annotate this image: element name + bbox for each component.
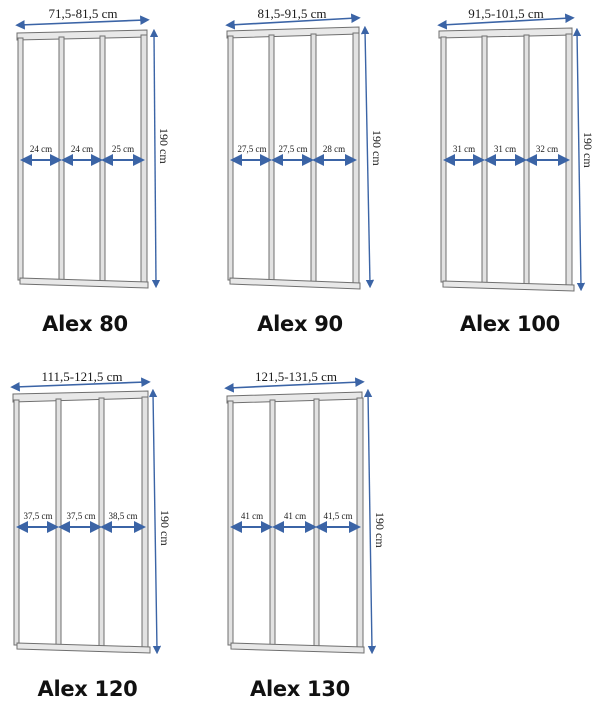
model-title: Alex 100 <box>460 312 560 336</box>
panel-width-1: 41 cm <box>241 511 263 521</box>
panel-width-2: 24 cm <box>71 144 93 154</box>
panel-width-1: 31 cm <box>453 144 475 154</box>
model-alex-100: 190 cm 31 cm 31 cm 32 cm 91,5-101,5 cm A… <box>420 0 605 345</box>
panel-width-2: 41 cm <box>284 511 306 521</box>
door-diagram: 190 cm 27,5 cm 27,5 cm 28 cm 81,5-91,5 c… <box>225 6 384 290</box>
frame <box>12 390 151 654</box>
width-range-label: 81,5-91,5 cm <box>258 6 327 21</box>
width-range-label: 111,5-121,5 cm <box>42 369 123 384</box>
door-diagram: 190 cm 24 cm 24 cm 25 cm 71,5-81,5 cm <box>15 6 171 289</box>
height-label: 190 cm <box>581 132 595 168</box>
frame <box>226 391 365 654</box>
model-alex-120: 190 cm 37,5 cm 37,5 cm 38,5 cm 111,5-121… <box>0 360 200 715</box>
width-range-label: 71,5-81,5 cm <box>49 6 118 21</box>
height-label: 190 cm <box>373 512 387 548</box>
panel-width-2: 37,5 cm <box>67 511 96 521</box>
panel-width-3: 28 cm <box>323 144 345 154</box>
panel-width-1: 24 cm <box>30 144 52 154</box>
height-arrow <box>572 27 586 292</box>
height-label: 190 cm <box>158 510 172 546</box>
width-range-label: 121,5-131,5 cm <box>255 369 337 384</box>
width-arrow <box>15 15 150 30</box>
panel-width-3: 38,5 cm <box>109 511 138 521</box>
panel-width-1: 27,5 cm <box>238 144 267 154</box>
height-label: 190 cm <box>157 128 171 164</box>
frame <box>226 26 361 290</box>
panel-width-1: 37,5 cm <box>24 511 53 521</box>
width-arrow <box>10 377 151 392</box>
model-title: Alex 120 <box>37 677 138 701</box>
panel-width-2: 31 cm <box>494 144 516 154</box>
width-arrow <box>224 377 365 393</box>
model-title: Alex 90 <box>257 312 343 336</box>
panel-width-3: 25 cm <box>112 144 134 154</box>
height-arrow <box>363 388 377 655</box>
height-arrow <box>360 25 375 289</box>
door-diagram: 190 cm 31 cm 31 cm 32 cm 91,5-101,5 cm <box>437 6 595 292</box>
height-arrow <box>148 388 162 655</box>
panel-width-2: 27,5 cm <box>279 144 308 154</box>
width-arrow <box>437 13 575 30</box>
model-alex-80: 190 cm 24 cm 24 cm 25 cm 71,5-81,5 cm Al… <box>0 0 200 345</box>
model-title: Alex 80 <box>42 312 128 336</box>
height-label: 190 cm <box>370 130 384 166</box>
width-range-label: 91,5-101,5 cm <box>468 6 543 21</box>
width-arrow <box>225 13 361 30</box>
door-diagram: 190 cm 41 cm 41 cm 41,5 cm 121,5-131,5 c… <box>224 369 387 655</box>
door-diagram: 190 cm 37,5 cm 37,5 cm 38,5 cm 111,5-121… <box>10 369 172 655</box>
height-arrow <box>149 28 161 289</box>
model-alex-130: 190 cm 41 cm 41 cm 41,5 cm 121,5-131,5 c… <box>210 360 410 715</box>
panel-width-3: 41,5 cm <box>324 511 353 521</box>
panel-width-3: 32 cm <box>536 144 558 154</box>
model-title: Alex 130 <box>250 677 350 701</box>
model-alex-90: 190 cm 27,5 cm 27,5 cm 28 cm 81,5-91,5 c… <box>210 0 410 345</box>
